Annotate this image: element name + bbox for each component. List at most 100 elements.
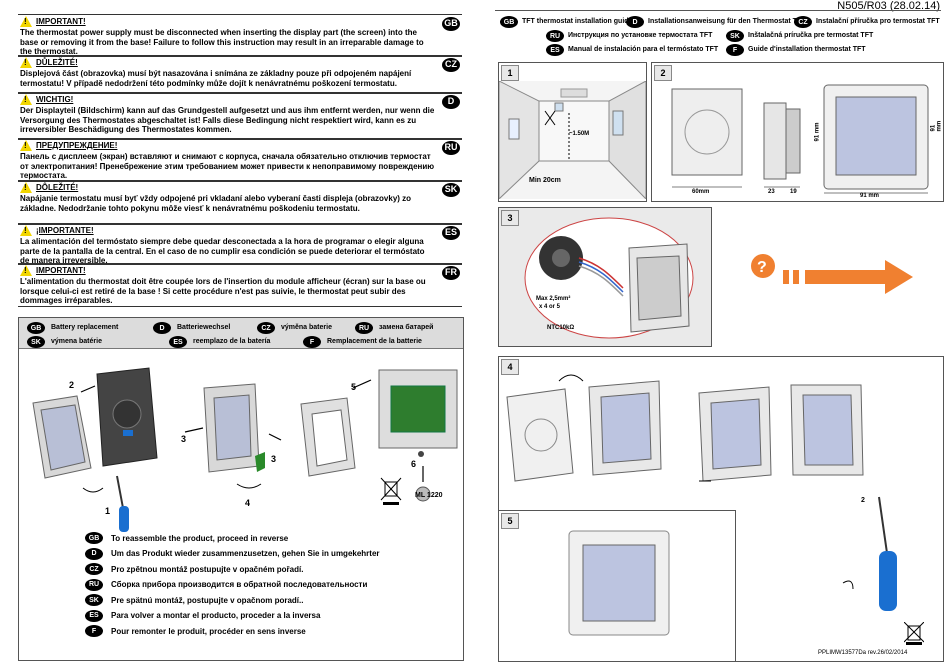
reassemble-text: Pro zpětnou montáž postupujte v opačném …	[111, 564, 304, 574]
guide-lang-badge-f: F	[726, 44, 744, 56]
lang-badge: GB	[442, 17, 460, 31]
warning-text: Displejová část (obrazovka) musí být nas…	[20, 69, 412, 88]
warning-text: La alimentación del termóstato siempre d…	[20, 237, 425, 265]
warning-text: L'alimentation du thermostat doit être c…	[20, 277, 426, 305]
guide-label-es: Manual de instalación para el termóstato…	[568, 46, 719, 53]
warning-header: ПРЕДУПРЕЖДЕНИЕ!	[18, 139, 462, 152]
lang-badge: ES	[442, 226, 460, 240]
step-3-number: 3	[501, 210, 519, 226]
guide-lang-badge-cz: CZ	[794, 16, 812, 28]
step-4-number: 4	[501, 359, 519, 375]
battery-lang-badge-gb: GB	[27, 322, 45, 334]
guide-label-ru: Инструкция по установке термостата TFT	[568, 32, 713, 39]
warning-header: ¡IMPORTANTE!	[18, 224, 462, 237]
warning-cz: DŮLEŽITÉ! Displejová část (obrazovka) mus…	[18, 55, 462, 94]
warning-title: ¡IMPORTANTE!	[36, 225, 94, 235]
base-plate	[96, 367, 158, 467]
lang-badge: D	[442, 95, 460, 109]
guide-label-d: Installationsanweisung für den Thermosta…	[648, 18, 806, 25]
reassemble-item-gb: GB To reassemble the product, proceed in …	[85, 532, 288, 544]
reassemble-lang-badge: ES	[85, 609, 103, 622]
step-2-number: 2	[654, 65, 672, 81]
warning-triangle-icon	[20, 94, 32, 105]
battery-label-ru: замена батарей	[379, 324, 434, 331]
warning-ru: ПРЕДУПРЕЖДЕНИЕ!Панель с дисплеем (экран)…	[18, 138, 462, 182]
guide-lang-badge-d: D	[626, 16, 644, 28]
assembled-thermostat	[568, 530, 670, 636]
battery-lang-badge-f: F	[303, 336, 321, 348]
warning-header: IMPORTANT!	[18, 15, 462, 28]
step-3b: 3	[271, 454, 277, 464]
battery-illustration	[32, 367, 458, 532]
battery-label-es: reemplazo de la batería	[193, 338, 271, 345]
reassemble-lang-badge: RU	[85, 578, 103, 591]
battery-header	[19, 318, 463, 349]
warning-es: ¡IMPORTANTE! La alimentación del termósta…	[18, 223, 462, 265]
reassemble-lang-badge: CZ	[85, 563, 103, 575]
warning-triangle-icon	[20, 140, 32, 151]
depth-19: 19	[790, 189, 797, 195]
lang-badge: SK	[442, 183, 460, 197]
warning-title: IMPORTANT!	[36, 16, 86, 26]
document-reference: N505/R03 (28.02.14)	[837, 0, 940, 12]
header-divider	[495, 10, 941, 11]
thermostat-tilt	[203, 383, 265, 473]
battery-cell	[415, 486, 431, 502]
lang-badge: CZ	[442, 58, 460, 72]
step-5-number: 5	[501, 513, 519, 529]
orange-arrow: ?	[751, 254, 913, 294]
battery-lang-badge-cz: CZ	[257, 322, 275, 334]
guide-lang-badge-es: ES	[546, 44, 564, 56]
footer-reference: PPLIMW13577Da rev.26/02/2014	[818, 650, 908, 656]
battery-lang-badge-ru: RU	[355, 322, 373, 334]
step-6: 6	[411, 459, 417, 469]
step-2: 2	[69, 380, 75, 390]
battery-label-d: Batteriewechsel	[177, 324, 231, 331]
guide-label-f: Guide d'installation thermostat TFT	[748, 46, 866, 53]
wire-size: Max 2,5mm²	[536, 296, 571, 302]
recycle-bin-icon-2	[904, 622, 924, 645]
battery-lang-badge-es: ES	[169, 336, 187, 348]
warning-title: IMPORTANT!	[36, 265, 86, 275]
mounting-illustration	[506, 374, 897, 611]
reassemble-lang-badge: GB	[85, 532, 103, 544]
screw-step: 2	[861, 497, 865, 504]
warning-sk: DÔLEŽITÉ!Napájanie termostatu musí byť v…	[18, 180, 462, 225]
floor-label: Min 20cm	[529, 177, 561, 184]
reassemble-lang-badge: SK	[85, 594, 103, 606]
warning-triangle-icon	[20, 16, 32, 27]
step-3a: 3	[181, 434, 187, 444]
ntc-label: NTC10kΩ	[547, 325, 575, 331]
reassemble-item-es: ES Para volver a montar el producto, proc…	[85, 609, 321, 622]
battery-label-cz: výměna baterie	[281, 324, 332, 331]
warning-text: The thermostat power supply must be disc…	[20, 28, 424, 56]
reassemble-text: Pour remonter le produit, procéder en se…	[111, 626, 306, 636]
warning-title: DŮLEŽITÉ!	[36, 57, 78, 67]
wiring-illustration	[524, 217, 694, 339]
step-1: 1	[105, 506, 111, 516]
step-3-panel: 3 Max 2,5mm² x 4 or 5 NTC10kΩ	[498, 207, 712, 347]
width-91: 91 mm	[860, 193, 880, 199]
warning-title: WICHTIG!	[36, 94, 74, 104]
wire-count: x 4 or 5	[539, 304, 561, 310]
step-5-panel: 5	[498, 510, 736, 662]
warning-fr: IMPORTANT! L'alimentation du thermostat d…	[18, 263, 462, 307]
step-4: 4	[245, 498, 251, 508]
reassemble-text: Para volver a montar el producto, proced…	[111, 611, 321, 620]
battery-lang-badge-d: D	[153, 322, 171, 334]
step-1-number: 1	[501, 65, 519, 81]
reassemble-text: To reassemble the product, proceed in re…	[111, 533, 289, 543]
lang-badge: RU	[442, 141, 460, 155]
svg-text:?: ?	[757, 259, 767, 276]
height-91a: 91 mm	[814, 122, 821, 142]
width-60: 60mm	[692, 189, 710, 195]
warning-triangle-icon	[20, 57, 32, 68]
warning-title: ПРЕДУПРЕЖДЕНИЕ!	[36, 140, 118, 150]
guide-label-sk: Inštalačná príručka pre termostat TFT	[748, 32, 874, 39]
room-illustration	[499, 81, 646, 199]
guide-lang-badge-sk: SK	[726, 30, 744, 42]
